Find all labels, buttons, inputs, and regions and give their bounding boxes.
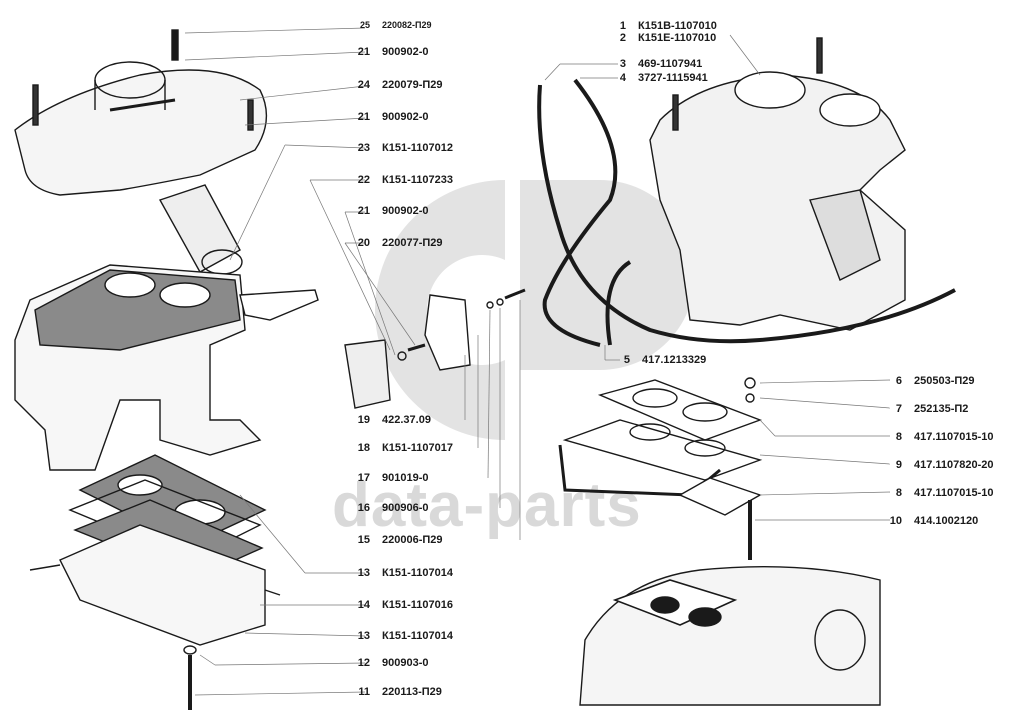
intake-manifold (579, 565, 881, 706)
carburetor-body (14, 264, 319, 471)
solenoid-valve (158, 184, 243, 275)
manifold-gaskets (558, 377, 763, 560)
watermark-text: data-parts (332, 471, 642, 540)
carburetor-top-cover (14, 29, 268, 196)
leader-lines (184, 27, 891, 696)
assembled-carburetor (649, 37, 906, 331)
fuel-hoses (537, 78, 956, 347)
throttle-body (29, 524, 281, 710)
bracket-and-switch (344, 288, 526, 409)
